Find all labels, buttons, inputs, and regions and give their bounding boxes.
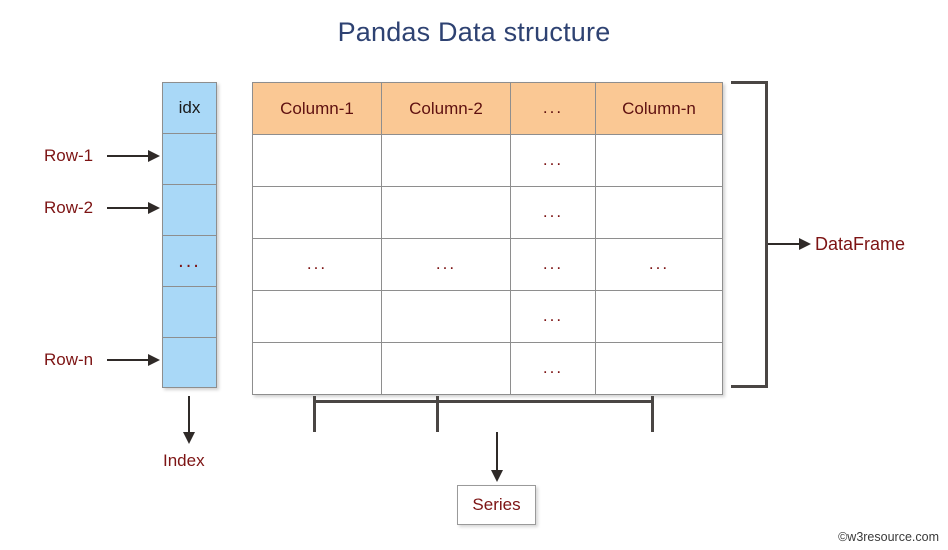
page-title: Pandas Data structure xyxy=(337,17,611,47)
cell-r4c4 xyxy=(595,290,723,343)
footer-credit: ©w3resource.com xyxy=(838,530,939,544)
cell-r4c1 xyxy=(252,290,382,343)
index-cell-row5 xyxy=(162,337,217,388)
column-header-n: Column-n xyxy=(595,82,723,135)
table-row: ... xyxy=(252,134,723,187)
series-box: Series xyxy=(457,485,536,525)
table-row: ... xyxy=(252,186,723,239)
cell-r5c2 xyxy=(381,342,511,395)
cell-r1c3: ... xyxy=(510,134,596,187)
cell-r5c3: ... xyxy=(510,342,596,395)
dataframe-bracket-bottom xyxy=(731,385,768,388)
dataframe-bracket-top xyxy=(731,81,768,84)
column-header-ellipsis: ... xyxy=(510,82,596,135)
row-2-arrow-icon xyxy=(107,200,160,216)
cell-r3c2: ... xyxy=(381,238,511,291)
series-label: Series xyxy=(472,495,521,514)
index-arrow-icon xyxy=(181,396,197,444)
cell-r3c4: ... xyxy=(595,238,723,291)
row-n-arrow-icon xyxy=(107,352,160,368)
index-cell-row2 xyxy=(162,184,217,235)
index-cell-row3-label: ... xyxy=(178,250,201,272)
row-label-row-1: Row-1 xyxy=(44,146,94,165)
table-header-row: Column-1 Column-2 ... Column-n xyxy=(252,82,723,135)
cell-r2c1 xyxy=(252,186,382,239)
cell-r4c2 xyxy=(381,290,511,343)
index-caption-label: Index xyxy=(163,451,205,470)
dataframe-arrow-icon xyxy=(768,236,811,252)
cell-r2c4 xyxy=(595,186,723,239)
series-bracket-middle-tick xyxy=(436,396,439,432)
series-bracket-right-tick xyxy=(651,396,654,432)
row-1-arrow-icon xyxy=(107,148,160,164)
index-cell-row1 xyxy=(162,133,217,184)
series-arrow-icon xyxy=(489,432,505,482)
series-bracket-left-tick xyxy=(313,396,316,432)
cell-r1c4 xyxy=(595,134,723,187)
row-label-row-n: Row-n xyxy=(44,350,94,369)
cell-r4c3: ... xyxy=(510,290,596,343)
series-bracket-bottom xyxy=(313,400,654,403)
dataframe-label: DataFrame xyxy=(815,234,906,254)
cell-r5c4 xyxy=(595,342,723,395)
index-cell-row4 xyxy=(162,286,217,337)
index-cell-header: idx xyxy=(162,82,217,133)
data-table: Column-1 Column-2 ... Column-n ... ... .… xyxy=(252,82,723,395)
cell-r5c1 xyxy=(252,342,382,395)
cell-r1c1 xyxy=(252,134,382,187)
row-label-row-2: Row-2 xyxy=(44,198,94,217)
column-header-2: Column-2 xyxy=(381,82,511,135)
cell-r1c2 xyxy=(381,134,511,187)
dataframe-bracket-vertical xyxy=(765,81,768,388)
table-row: ... ... ... ... xyxy=(252,238,723,291)
cell-r3c1: ... xyxy=(252,238,382,291)
cell-r3c3: ... xyxy=(510,238,596,291)
table-row: ... xyxy=(252,290,723,343)
cell-r2c3: ... xyxy=(510,186,596,239)
column-header-1: Column-1 xyxy=(252,82,382,135)
index-header-label: idx xyxy=(178,98,201,117)
cell-r2c2 xyxy=(381,186,511,239)
table-row: ... xyxy=(252,342,723,395)
index-column: idx ... xyxy=(162,82,217,388)
index-cell-row3: ... xyxy=(162,235,217,286)
